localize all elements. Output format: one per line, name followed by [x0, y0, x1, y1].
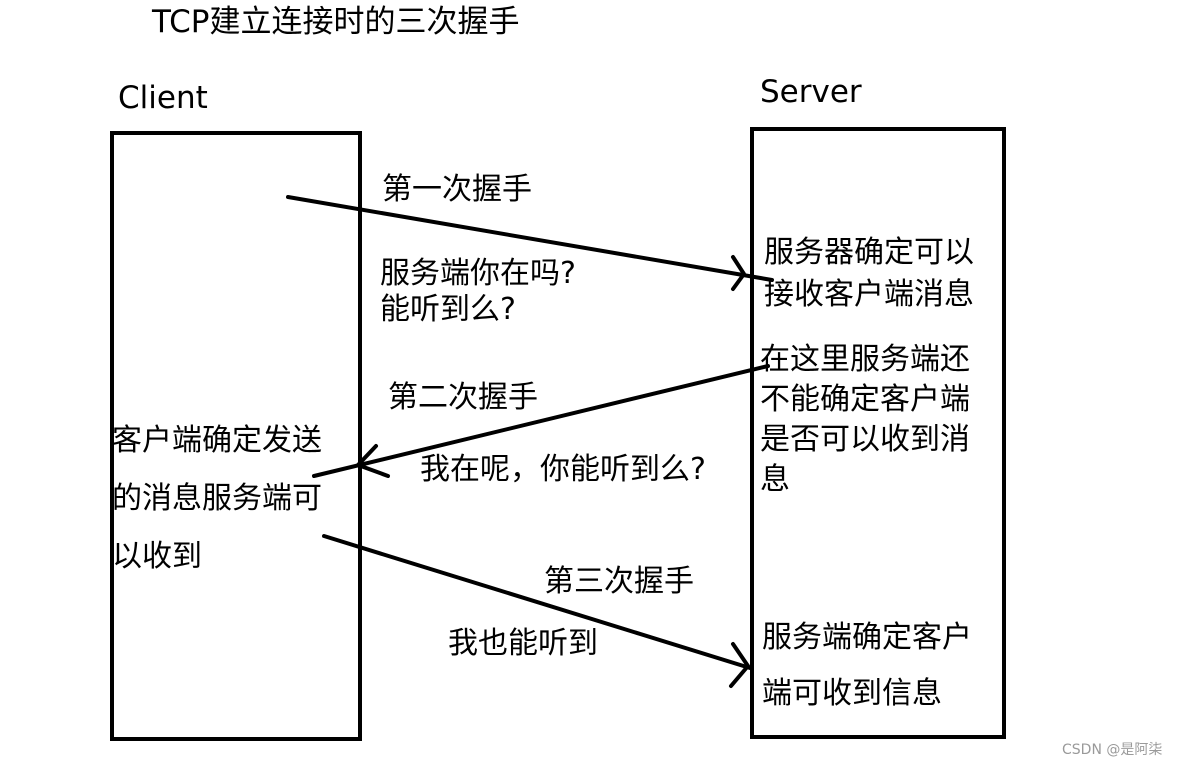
diagram-title: TCP建立连接时的三次握手 [152, 4, 520, 40]
second-handshake-label: 第二次握手 [388, 380, 538, 415]
first-handshake-message: 服务端你在吗? 能听到么? [380, 256, 576, 328]
server-note-step2-line: 息 [760, 462, 790, 497]
server-label: Server [760, 74, 862, 110]
third-handshake-arrowhead [729, 642, 750, 688]
server-note-step3-line: 端可收到信息 [762, 676, 942, 711]
first-handshake-message-line: 能听到么? [380, 292, 516, 327]
server-note-step3-line: 服务端确定客户 [762, 620, 972, 655]
second-handshake-arrow-line [312, 364, 770, 478]
server-note-step1-line: 接收客户端消息 [764, 277, 974, 312]
server-note-step2-line: 在这里服务端还 [760, 342, 970, 377]
third-handshake-label: 第三次握手 [544, 564, 694, 599]
second-handshake-arrowhead [356, 444, 390, 478]
client-label: Client [118, 80, 208, 116]
first-handshake-arrow-line [286, 195, 774, 282]
server-note-step2-line: 是否可以收到消 [760, 422, 970, 457]
server-note-step1-line: 服务器确定可以 [764, 235, 974, 270]
server-note-step2: 在这里服务端还 不能确定客户端 是否可以收到消 息 [760, 340, 970, 500]
client-lifeline-box [110, 131, 362, 741]
server-lifeline-box [750, 127, 1006, 739]
third-handshake-arrow-line [322, 534, 752, 670]
server-note-step2-line: 不能确定客户端 [760, 382, 970, 417]
client-note-line: 以收到 [112, 539, 202, 574]
watermark: CSDN @是阿柒 [1062, 742, 1163, 758]
first-handshake-message-line: 服务端你在吗? [380, 256, 576, 291]
first-handshake-arrowhead [731, 255, 746, 291]
client-note: 客户端确定发送 的消息服务端可 以收到 [112, 412, 322, 586]
server-note-step3: 服务端确定客户 端可收到信息 [762, 610, 972, 722]
client-note-line: 客户端确定发送 [112, 423, 322, 458]
first-handshake-label: 第一次握手 [382, 172, 532, 207]
server-note-step1: 服务器确定可以 接收客户端消息 [764, 232, 974, 316]
second-handshake-message: 我在呢，你能听到么? [420, 452, 706, 487]
client-note-line: 的消息服务端可 [112, 481, 322, 516]
third-handshake-message: 我也能听到 [448, 626, 598, 661]
